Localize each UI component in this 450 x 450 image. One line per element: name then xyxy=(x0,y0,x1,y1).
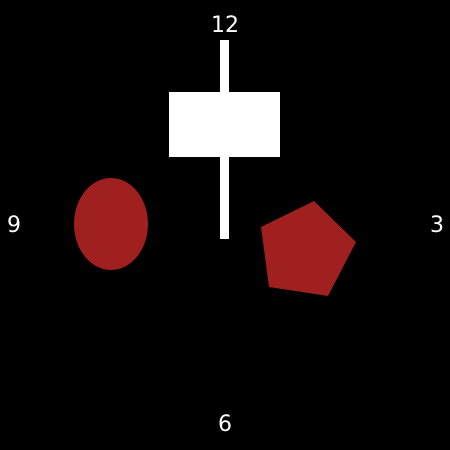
label-six: 6 xyxy=(218,412,232,437)
white-rectangle xyxy=(169,92,280,157)
red-pentagon xyxy=(261,201,356,296)
label-nine: 9 xyxy=(7,213,21,238)
red-ellipse xyxy=(74,178,148,270)
label-twelve: 12 xyxy=(211,13,239,38)
label-three: 3 xyxy=(430,213,444,238)
